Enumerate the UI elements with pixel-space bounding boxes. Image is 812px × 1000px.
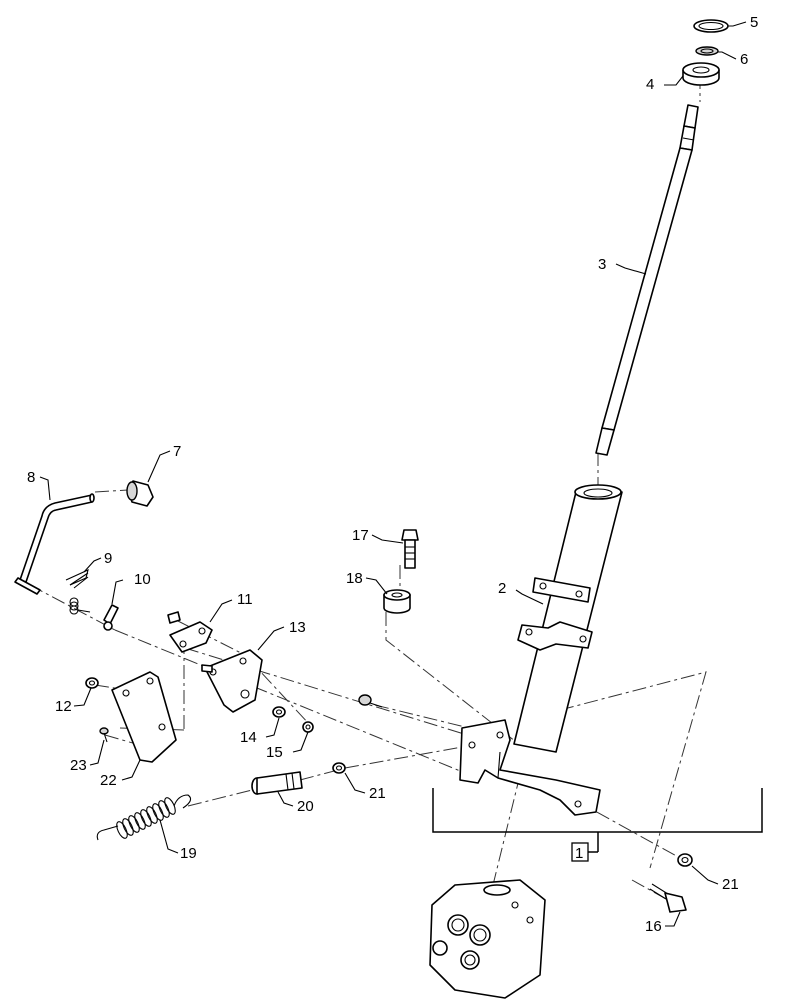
part-21-nut-lower: [677, 853, 693, 867]
callout-10: 10: [134, 571, 151, 588]
part-10-pin: [103, 604, 119, 631]
part-6-retaining-ring: [695, 46, 719, 56]
callout-22: 22: [100, 772, 117, 789]
part-18-bushing: [383, 589, 411, 614]
leader-lines: [39, 21, 747, 927]
callout-8: 8: [27, 469, 35, 486]
part-22-cover-plate: [111, 671, 177, 763]
part-20-pivot-pin: [251, 771, 303, 795]
part-19-tension-spring: [96, 794, 192, 841]
part-5-snap-ring: [693, 19, 729, 33]
callout-23: 23: [70, 757, 87, 774]
part-9-spring-clip: [65, 569, 91, 615]
callout-17: 17: [352, 527, 369, 544]
steering-control-unit: [429, 879, 546, 999]
part-16-bolt: [649, 883, 687, 913]
callout-5: 5: [750, 14, 758, 31]
part-11-link-plate: [167, 611, 213, 653]
callout-21-lower: 21: [722, 876, 739, 893]
part-4-bearing: [682, 62, 720, 86]
part-2-steering-column: [459, 484, 623, 816]
part-13-pivot-bracket: [201, 649, 263, 713]
part-3-steering-shaft: [595, 104, 699, 456]
callout-18: 18: [346, 570, 363, 587]
callout-13: 13: [289, 619, 306, 636]
part-23-screw: [99, 727, 109, 743]
callout-20: 20: [297, 798, 314, 815]
assembly-1-box: [571, 842, 589, 862]
part-14-washer: [272, 706, 286, 718]
part-21-nut-upper: [332, 762, 346, 774]
callout-7: 7: [173, 443, 181, 460]
callout-9: 9: [104, 550, 112, 567]
part-7-knob: [126, 480, 154, 507]
callout-15: 15: [266, 744, 283, 761]
callout-2: 2: [498, 580, 506, 597]
callout-16: 16: [645, 918, 662, 935]
spring-coils: [116, 797, 176, 839]
callout-4: 4: [646, 76, 654, 93]
callouts: 1 2 3 4 5 6 7 8 9 10 11 12 13 14 15 16 1…: [27, 14, 758, 935]
part-8-lever-rod: [14, 493, 95, 595]
assembly-1-bracket: [432, 788, 763, 862]
callout-12: 12: [55, 698, 72, 715]
part-15-nut: [302, 721, 314, 733]
callout-19: 19: [180, 845, 197, 862]
callout-11: 11: [237, 591, 253, 608]
callout-14: 14: [240, 729, 257, 746]
callout-21-upper: 21: [369, 785, 386, 802]
callout-1: 1: [575, 845, 583, 862]
part-12-nut: [85, 677, 99, 689]
column-mount-bolt: [358, 694, 383, 708]
callout-3: 3: [598, 256, 606, 273]
part-17-bolt: [401, 529, 419, 569]
callout-6: 6: [740, 51, 748, 68]
